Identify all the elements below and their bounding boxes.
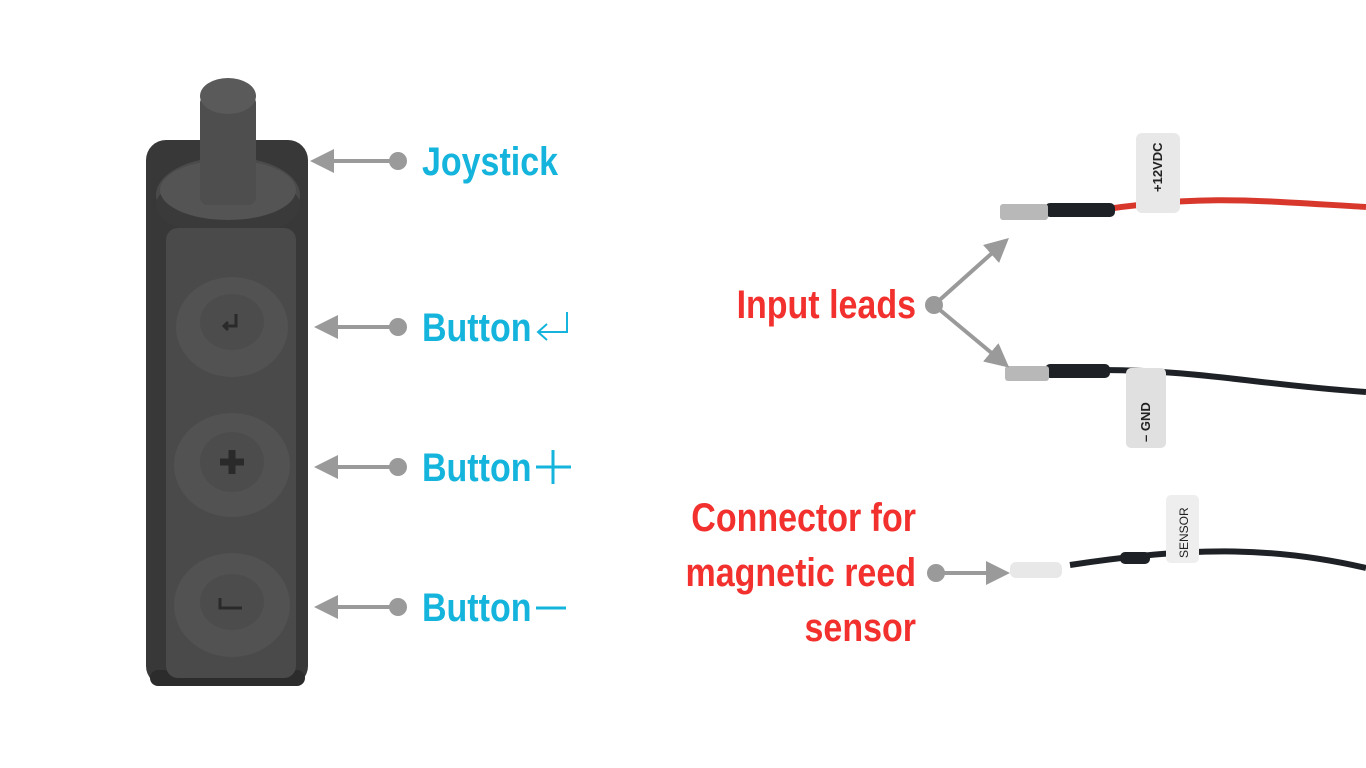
positive-lead: +12VDC <box>1000 133 1366 220</box>
ground-lead: – GND <box>1005 364 1366 448</box>
connector-label-line3: sensor <box>805 604 916 649</box>
connector-callout: Connector for magnetic reed sensor <box>686 494 1010 650</box>
joystick-label: Joystick <box>422 138 558 183</box>
positive-tag: +12VDC <box>1150 142 1165 192</box>
enter-icon <box>536 312 568 341</box>
connector-label-line2: magnetic reed <box>686 549 916 594</box>
ground-tag: – GND <box>1138 402 1153 442</box>
remote-control-device <box>146 78 308 686</box>
plus-button <box>174 413 290 517</box>
minus-button <box>174 553 290 657</box>
plus-icon <box>536 450 571 484</box>
enter-button <box>176 277 288 377</box>
sensor-lead: SENSOR <box>1010 495 1366 578</box>
joystick-knob <box>200 78 256 205</box>
joystick-callout: Joystick <box>310 138 558 184</box>
sensor-tag: SENSOR <box>1177 507 1191 558</box>
connector-label-line1: Connector for <box>691 494 916 539</box>
input-leads-label: Input leads <box>737 281 916 326</box>
minus-button-callout: Button <box>314 584 566 630</box>
button-plus-label: Button <box>422 444 531 489</box>
button-enter-label: Button <box>422 304 531 349</box>
button-minus-label: Button <box>422 584 531 629</box>
plus-button-callout: Button <box>314 444 571 490</box>
enter-button-callout: Button <box>314 304 568 350</box>
input-leads-callout: Input leads <box>737 238 1010 368</box>
